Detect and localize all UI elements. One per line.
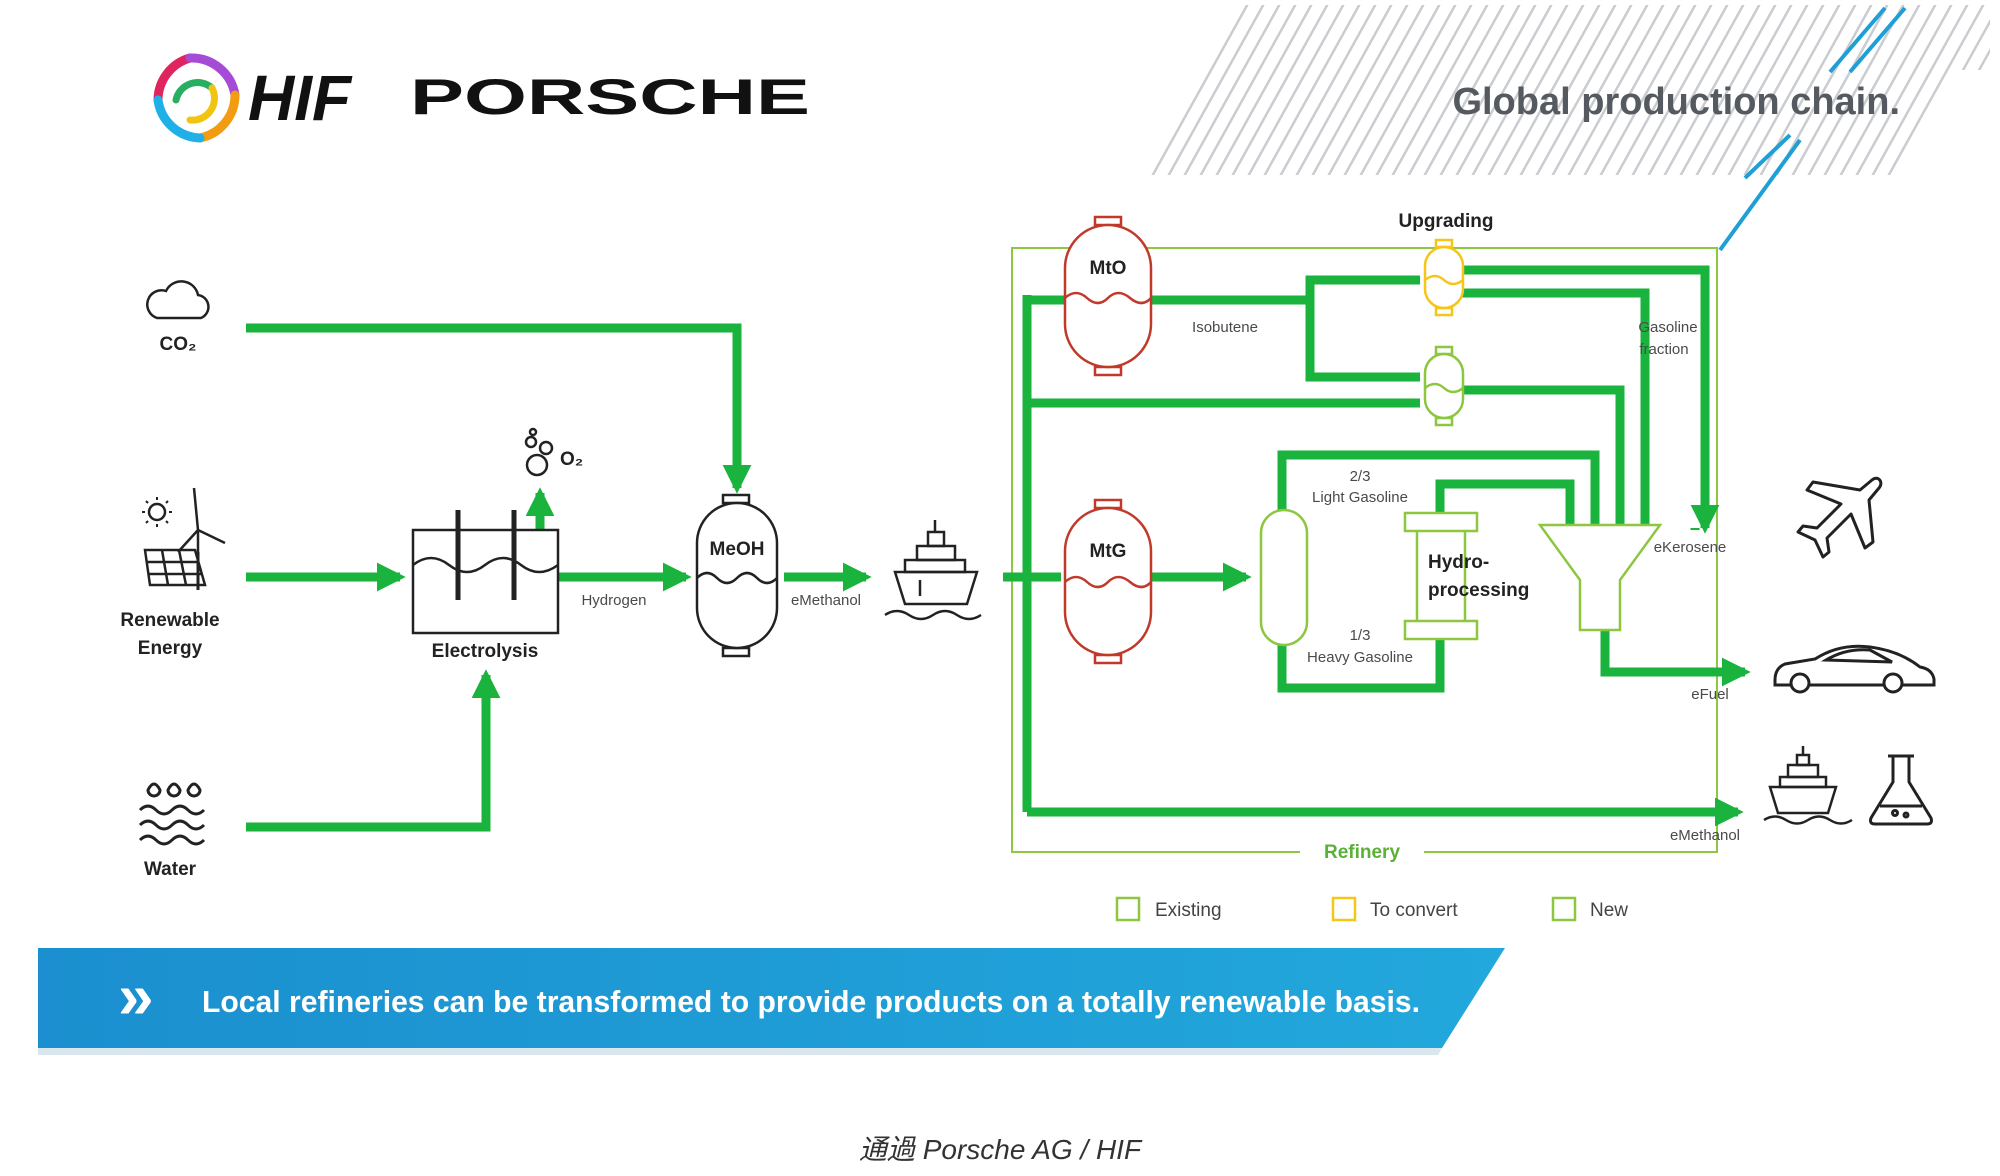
renewable-energy-icon bbox=[142, 487, 226, 590]
co2-label: CO₂ bbox=[160, 334, 197, 355]
ekerosene-label: eKerosene bbox=[1654, 539, 1727, 556]
heavy-gasoline-label: Heavy Gasoline bbox=[1307, 649, 1413, 666]
refinery-border bbox=[1011, 247, 1718, 853]
upgrading-label: Upgrading bbox=[1399, 211, 1494, 232]
refinery-label: Refinery bbox=[1324, 842, 1400, 863]
mto-label: MtO bbox=[1090, 258, 1127, 279]
legend-new-swatch bbox=[1551, 896, 1577, 922]
emethanol-stream-label: eMethanol bbox=[791, 592, 861, 609]
cloud-icon bbox=[146, 280, 210, 320]
hif-logo-text: HIF bbox=[248, 62, 353, 134]
mtg-label: MtG bbox=[1090, 541, 1127, 562]
hydrogen-label: Hydrogen bbox=[581, 592, 646, 609]
emethanol-output-label: eMethanol bbox=[1670, 827, 1740, 844]
water-flow bbox=[246, 669, 501, 832]
porsche-logo-text: PORSCHE bbox=[410, 69, 810, 125]
gasoline-fraction-label-2: fraction bbox=[1639, 341, 1688, 358]
ship-icon bbox=[884, 520, 982, 621]
upgrading-vessel-existing bbox=[1423, 345, 1465, 427]
hydroprocessing-unit bbox=[1403, 511, 1479, 641]
blending-funnel bbox=[1537, 523, 1663, 632]
header-hatch bbox=[1150, 5, 1990, 252]
mto-vessel bbox=[1063, 215, 1153, 377]
page-title: Global production chain. bbox=[1452, 81, 1900, 123]
legend-convert-label: To convert bbox=[1370, 900, 1458, 921]
hydroprocessing-label-1: Hydro- bbox=[1428, 552, 1489, 573]
gasoline-fraction-label-1: Gasoline bbox=[1638, 319, 1697, 336]
o2-bubbles-icon bbox=[524, 427, 554, 477]
hif-logo: HIF bbox=[153, 53, 353, 143]
renewable-energy-label-2: Energy bbox=[138, 638, 203, 659]
legend-existing-label: Existing bbox=[1155, 900, 1222, 921]
meoh-vessel bbox=[695, 493, 779, 658]
legend-new-label: New bbox=[1590, 900, 1628, 921]
efuel-label: eFuel bbox=[1691, 686, 1729, 703]
co2-flow bbox=[246, 323, 752, 494]
legend-existing-swatch bbox=[1115, 896, 1141, 922]
banner-text: Local refineries can be transformed to p… bbox=[202, 984, 1420, 1019]
legend-convert-swatch bbox=[1331, 896, 1357, 922]
flask-icon bbox=[1869, 754, 1933, 826]
water-icon bbox=[138, 782, 206, 846]
upgrading-vessel-convert bbox=[1423, 238, 1465, 317]
airplane-icon bbox=[1796, 476, 1883, 559]
car-icon bbox=[1773, 644, 1936, 694]
meoh-label: MeOH bbox=[710, 539, 765, 560]
electrolysis-cell bbox=[411, 510, 560, 635]
renewable-energy-label-1: Renewable bbox=[120, 610, 219, 631]
refinery-flows bbox=[1003, 265, 1751, 827]
photo-credit: 通過 Porsche AG / HIF bbox=[859, 1134, 1143, 1165]
mtg-vessel bbox=[1063, 498, 1153, 665]
o2-label: O₂ bbox=[560, 449, 583, 470]
legend: Existing To convert New bbox=[1115, 896, 1628, 922]
isobutene-label: Isobutene bbox=[1192, 319, 1258, 336]
light-gasoline-label: Light Gasoline bbox=[1312, 489, 1408, 506]
separator-column bbox=[1259, 508, 1309, 647]
water-label: Water bbox=[144, 859, 197, 880]
hydroprocessing-label-2: processing bbox=[1428, 580, 1529, 601]
electrolysis-label: Electrolysis bbox=[432, 641, 539, 662]
banner: » Local refineries can be transformed to… bbox=[38, 948, 1505, 1055]
hif-swirl-icon bbox=[153, 53, 240, 143]
banner-chevron-icon: » bbox=[118, 960, 154, 1032]
ship-output-icon bbox=[1763, 746, 1853, 825]
light-ratio-label: 2/3 bbox=[1350, 468, 1371, 485]
heavy-ratio-label: 1/3 bbox=[1350, 627, 1371, 644]
